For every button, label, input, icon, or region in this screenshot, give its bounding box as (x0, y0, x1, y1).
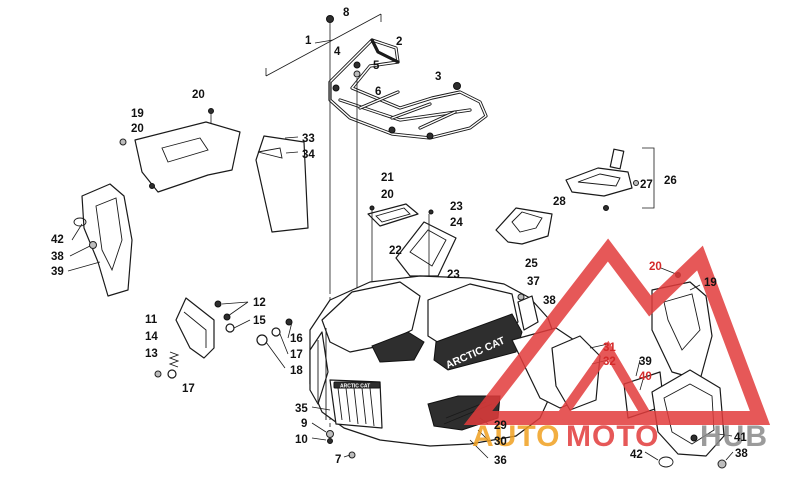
callout-38b: 38 (51, 251, 64, 263)
headlight-bracket (154, 297, 293, 379)
callout-20c: 20 (381, 189, 394, 201)
callout-5: 5 (373, 60, 380, 72)
grommet-15-icon (225, 323, 235, 333)
screw-20c-icon (369, 205, 375, 211)
screw-20b-icon (119, 138, 127, 146)
callout-12: 12 (253, 297, 266, 309)
screw-20-icon (208, 108, 214, 114)
callout-9: 9 (301, 418, 307, 430)
watermark-text-auto: AUTO (472, 420, 560, 453)
watermark-text-hub: HUB (700, 420, 768, 453)
callout-6: 6 (375, 86, 381, 98)
callout-19b: 19 (704, 277, 717, 289)
decal-panel (255, 135, 309, 233)
callout-38a: 38 (543, 295, 556, 307)
callout-23a: 23 (450, 201, 463, 213)
watermark-logo-icon (463, 238, 771, 425)
storage-lid (367, 203, 457, 300)
callout-20b: 20 (131, 123, 144, 135)
rack-group-bracket (265, 13, 382, 77)
callout-1: 1 (305, 35, 312, 47)
nut-9-icon (326, 430, 334, 438)
callout-14: 14 (145, 331, 158, 343)
callout-29: 29 (494, 420, 507, 432)
callout-28: 28 (553, 196, 566, 208)
callout-27: 27 (640, 179, 653, 191)
rack-hardware (326, 15, 461, 430)
callout-18: 18 (290, 365, 303, 377)
callout-3: 3 (435, 71, 441, 83)
callout-42a: 42 (51, 234, 64, 246)
plug-38c-icon (717, 459, 727, 469)
callout-35: 35 (295, 403, 308, 415)
callout-11: 11 (145, 314, 158, 326)
callout-22: 22 (389, 245, 402, 257)
washer-10-icon (327, 438, 333, 444)
callout-17b: 17 (182, 383, 195, 395)
left-splash-guard (67, 183, 133, 297)
callout-24: 24 (450, 217, 463, 229)
callout-21: 21 (381, 172, 394, 184)
callout-15: 15 (253, 315, 266, 327)
callout-39b: 39 (639, 356, 652, 368)
front-rack (328, 38, 488, 140)
callout-40: 40 (639, 371, 652, 383)
callout-2: 2 (396, 36, 402, 48)
automotohub-watermark: AUTO MOTO HUB (463, 238, 771, 453)
callout-32: 32 (603, 356, 616, 368)
callout-10: 10 (295, 434, 308, 446)
callout-39a: 39 (51, 266, 64, 278)
callout-4: 4 (334, 46, 341, 58)
bolt-4-icon (353, 61, 361, 69)
headlight-pod (565, 147, 655, 211)
callout-13: 13 (145, 348, 158, 360)
callout-41: 41 (734, 432, 747, 444)
callout-30: 30 (494, 436, 507, 448)
callout-37: 37 (527, 276, 540, 288)
washer-17-icon (271, 327, 281, 337)
cap-3-icon (453, 82, 461, 90)
callout-labels: 8 1 2 4 5 6 3 20 19 20 33 34 21 20 23 24… (51, 7, 748, 467)
watermark-text-moto: MOTO (566, 420, 659, 453)
washer-6-icon (353, 70, 361, 78)
callout-34: 34 (302, 149, 315, 161)
grille-badge-text: ARCTIC CAT (340, 384, 370, 390)
callout-36: 36 (494, 455, 507, 467)
callout-20d: 20 (649, 261, 662, 273)
grommet-18-icon (256, 334, 268, 346)
callout-17a: 17 (290, 349, 303, 361)
callout-33: 33 (302, 133, 315, 145)
right-storage-cover (495, 207, 553, 245)
callout-42b: 42 (630, 449, 643, 461)
callout-7: 7 (335, 454, 341, 466)
callout-25: 25 (525, 258, 538, 270)
plug-38b-icon (517, 293, 525, 301)
callout-19a: 19 (131, 108, 144, 120)
pin-13-icon (154, 370, 162, 378)
plug-38-icon (89, 241, 97, 249)
callout-31: 31 (603, 342, 616, 354)
callout-8: 8 (343, 7, 350, 19)
callout-38c: 38 (735, 448, 748, 460)
washer-17b-icon (167, 369, 177, 379)
callout-26: 26 (664, 175, 677, 187)
clip-42-icon (73, 217, 87, 227)
callout-16: 16 (290, 333, 303, 345)
bolt-8-icon (326, 15, 334, 23)
left-side-panel (119, 108, 241, 193)
clip-42b-icon (658, 456, 674, 468)
callout-20a: 20 (192, 89, 205, 101)
callout-23b: 23 (447, 269, 460, 281)
